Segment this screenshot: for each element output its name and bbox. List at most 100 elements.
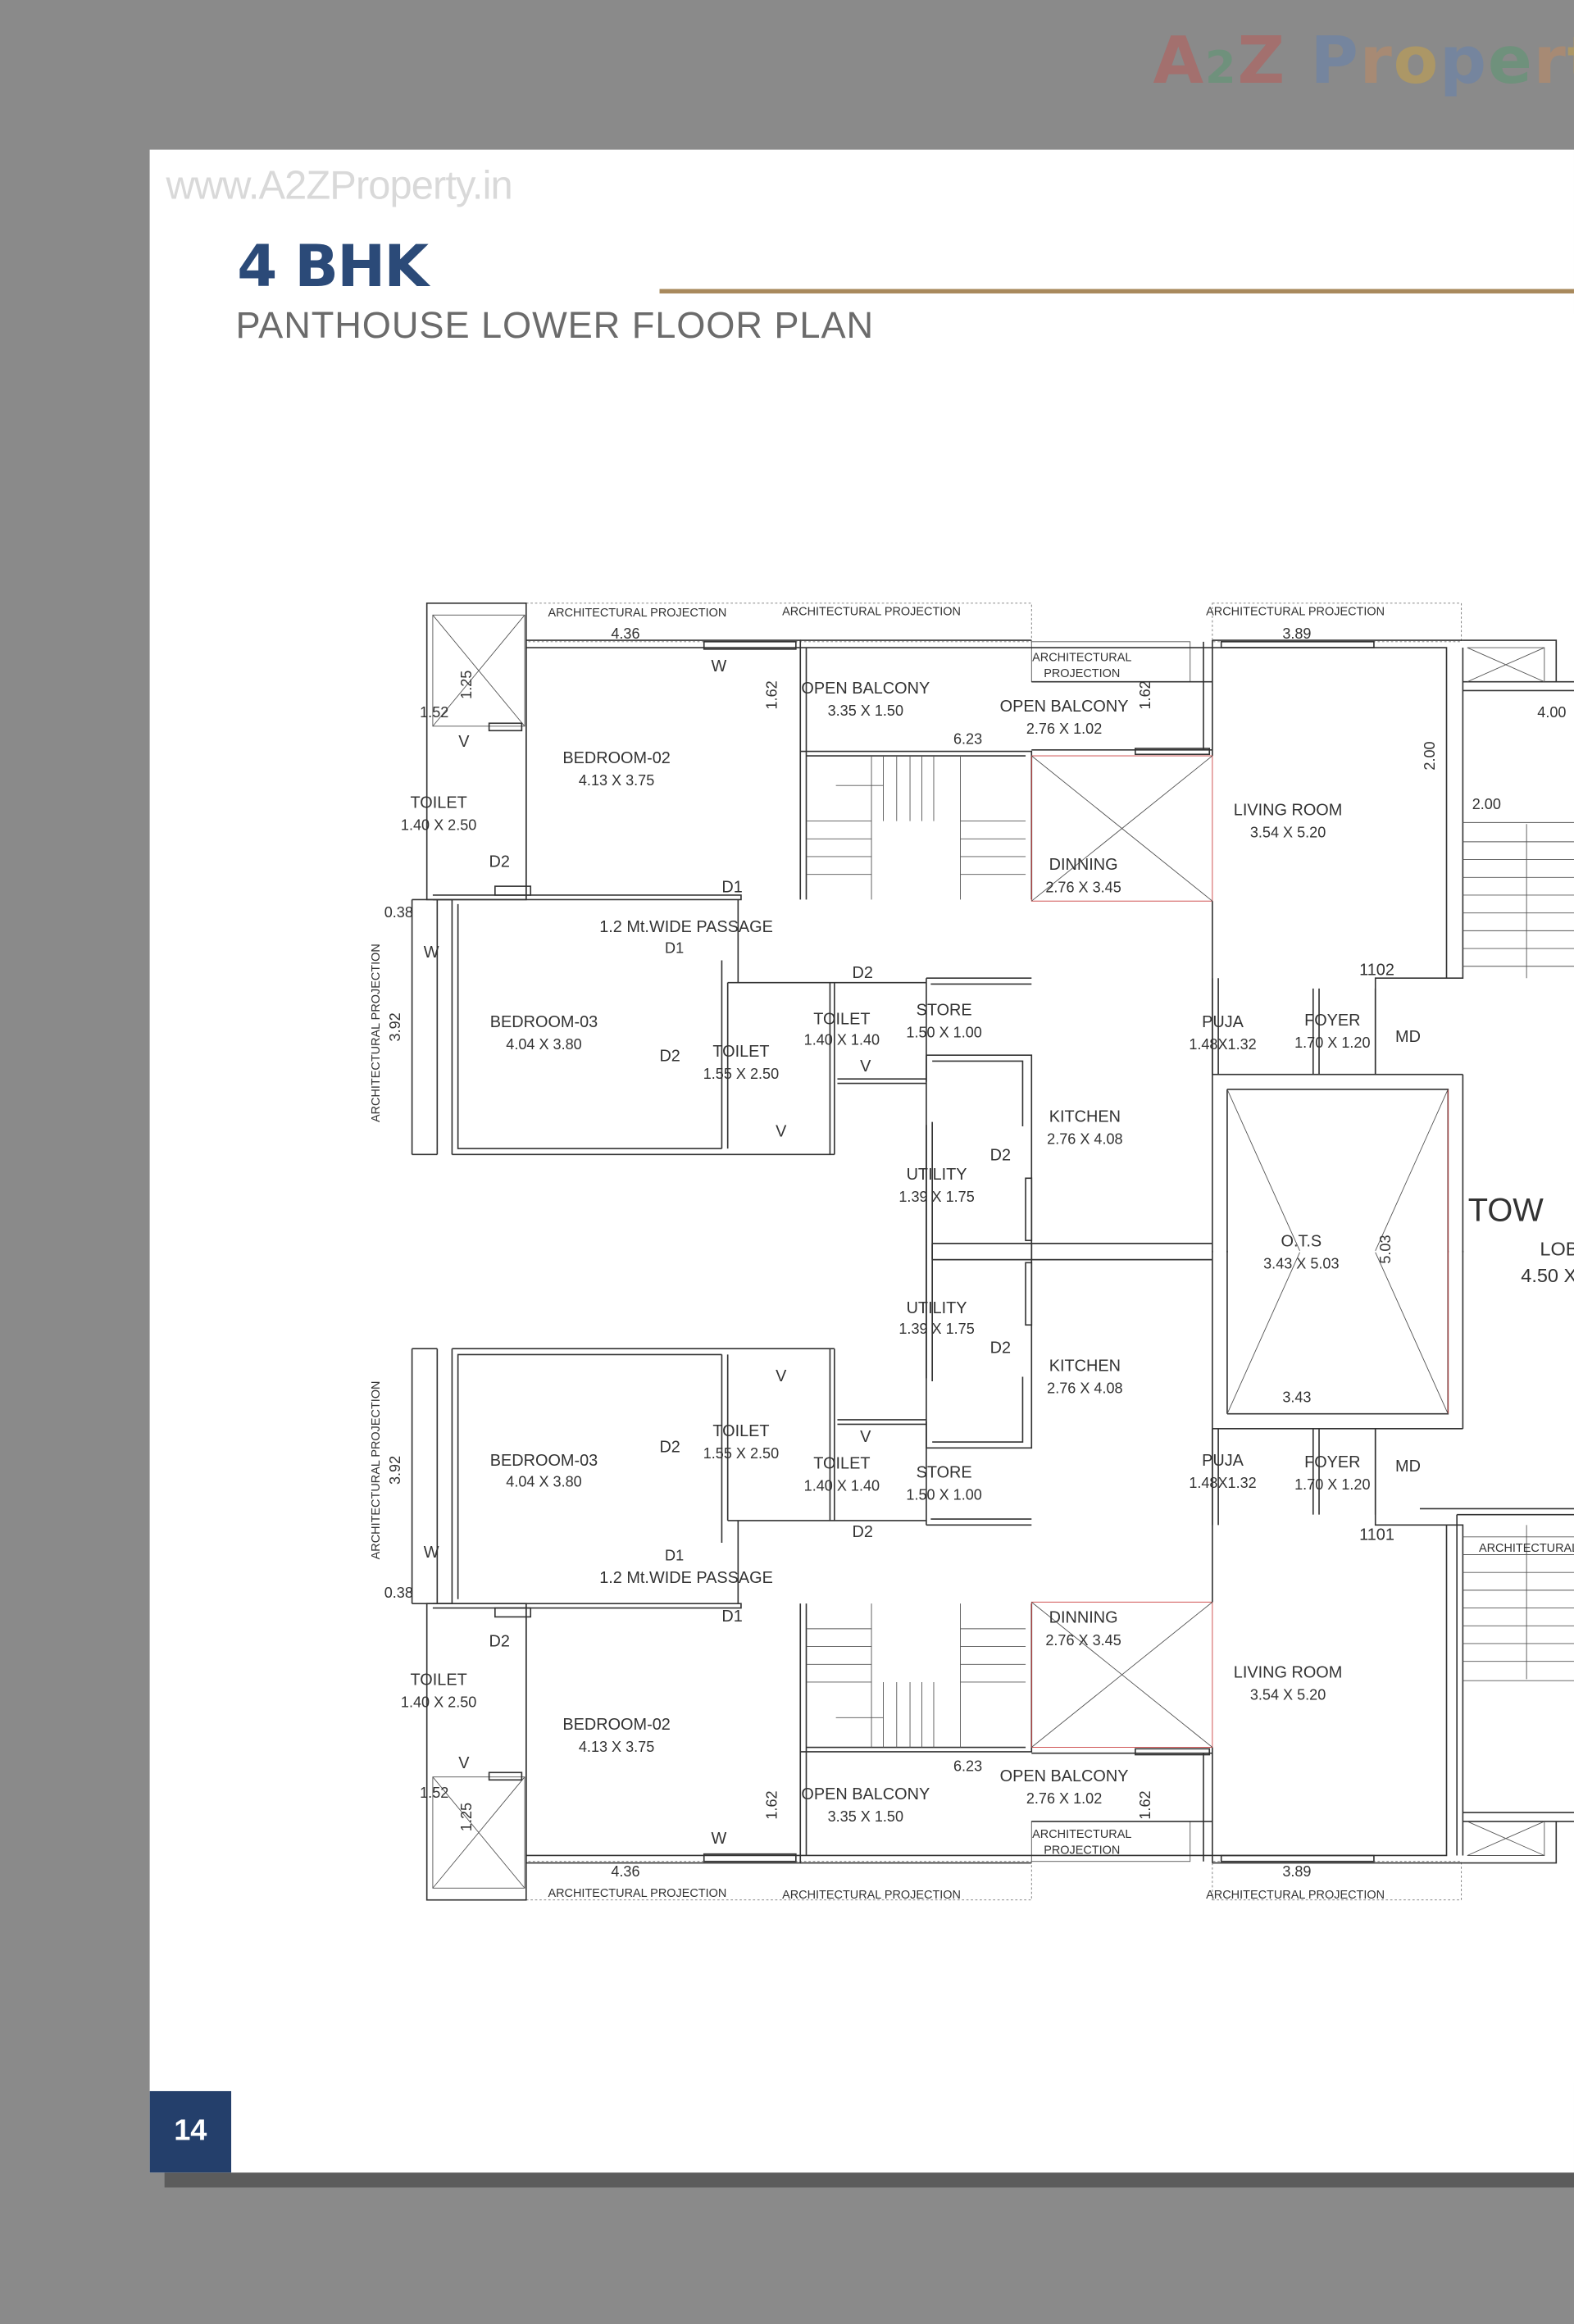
plan-label-foyer-size: 1.70 X 1.20 <box>1294 1476 1370 1493</box>
plan-label-lobby-size: 4.50 X <box>1521 1265 1574 1286</box>
plan-label-arch-projection: ARCHITECTURAL PROJECTION <box>782 605 961 618</box>
plan-label-open-balcony-b-size: 2.76 X 1.02 <box>1026 1790 1102 1807</box>
plan-label-utility-size: 1.39 X 1.75 <box>898 1189 974 1205</box>
plan-label-w: W <box>424 944 439 962</box>
plan-label-arch-line1: ARCHITECTURAL <box>1032 1828 1131 1841</box>
plan-label-living-room: LIVING ROOM <box>1234 801 1343 819</box>
plan-label-kitchen-size: 2.76 X 4.08 <box>1047 1380 1122 1396</box>
plan-label-v: V <box>776 1367 787 1385</box>
plan-label-d162: 1.62 <box>763 1790 780 1819</box>
plan-label-living-room: LIVING ROOM <box>1234 1664 1343 1682</box>
plan-label-d389: 3.89 <box>1282 1863 1311 1880</box>
plan-label-puja: PUJA <box>1202 1452 1244 1470</box>
plan-label-toilet-01-size: 1.40 X 2.50 <box>401 1694 476 1711</box>
plan-label-passage: 1.2 Mt.WIDE PASSAGE <box>599 918 773 936</box>
plan-label-arch-projection: ARCHITECTURAL PROJECTION <box>1206 605 1385 618</box>
page-number: 14 <box>149 2090 232 2173</box>
plan-label-dinning: DINNING <box>1049 856 1118 874</box>
plan-label-toilet-03: TOILET <box>813 1455 870 1473</box>
plan-label-living-room-size: 3.54 X 5.20 <box>1250 824 1326 840</box>
plan-label-store-size: 1.50 X 1.00 <box>906 1487 981 1503</box>
plan-label-bedroom-03-size: 4.04 X 3.80 <box>506 1473 581 1489</box>
plan-label-tower: TOW <box>1468 1193 1544 1229</box>
plan-label-d1: D1 <box>721 1608 742 1626</box>
plan-label-d162: 1.62 <box>1137 1790 1153 1819</box>
plan-label-bedroom-02: BEDROOM-02 <box>562 1716 670 1734</box>
plan-label-foyer: FOYER <box>1304 1453 1360 1471</box>
plan-label-store-size: 1.50 X 1.00 <box>906 1025 981 1041</box>
plan-label-arch-projection: ARCHITECTURAL PROJECTION <box>548 607 726 620</box>
plan-label-bedroom-02-size: 4.13 X 3.75 <box>579 772 654 789</box>
plan-label-toilet-03-size: 1.40 X 1.40 <box>804 1478 880 1494</box>
plan-label-v: V <box>458 1754 470 1772</box>
plan-label-v: V <box>860 1428 871 1446</box>
plan-label-arch-projection: ARCHITECTURAL PROJECTION <box>370 1380 383 1559</box>
unit-1101-walls <box>411 1124 1574 1901</box>
lobby-walls <box>1419 1508 1574 1856</box>
plan-label-d503: 5.03 <box>1377 1235 1394 1263</box>
plan-label-kitchen: KITCHEN <box>1049 1108 1121 1126</box>
plan-label-d2: D2 <box>852 964 872 982</box>
plan-label-bedroom-03: BEDROOM-03 <box>490 1452 598 1470</box>
plan-label-d200: 2.00 <box>1422 741 1438 770</box>
plan-label-bedroom-02-size: 4.13 X 3.75 <box>579 1739 654 1755</box>
plan-label-v: V <box>860 1057 871 1076</box>
plan-label-bedroom-02: BEDROOM-02 <box>562 749 670 767</box>
plan-label-arch-projection: ARCHITECTURAL PROJECTION <box>548 1887 726 1900</box>
plan-label-d2: D2 <box>990 1339 1011 1358</box>
plan-label-w: W <box>424 1544 439 1562</box>
plan-label-w: W <box>711 657 726 675</box>
plan-label-toilet-02: TOILET <box>712 1422 769 1440</box>
plan-label-bedroom-03-size: 4.04 X 3.80 <box>506 1036 581 1053</box>
plan-label-kitchen-size: 2.76 X 4.08 <box>1047 1131 1122 1148</box>
plan-label-d2: D2 <box>990 1147 1011 1165</box>
plan-label-d2: D2 <box>489 1633 510 1651</box>
plan-label-main-door: MD <box>1395 1458 1421 1476</box>
plan-label-open-balcony-a: OPEN BALCONY <box>801 680 930 698</box>
plan-label-arch-line1: ARCHITECTURAL <box>1032 651 1131 664</box>
plan-label-d038: 0.38 <box>384 1585 413 1601</box>
plan-label-ots: O.T.S <box>1281 1232 1322 1250</box>
page-shadow <box>164 2172 1574 2188</box>
plan-label-unit-no: 1101 <box>1359 1526 1394 1544</box>
plan-label-arch-projection-clipped: ARCHITECTURAL P <box>1479 1542 1574 1555</box>
plan-label-unit-no: 1102 <box>1359 962 1394 980</box>
plan-label-puja-size: 1.48X1.32 <box>1189 1475 1256 1491</box>
plan-label-dinning-size: 2.76 X 3.45 <box>1045 879 1121 895</box>
plan-label-toilet-02-size: 1.55 X 2.50 <box>703 1445 779 1462</box>
plan-label-lobby: LOB <box>1540 1238 1574 1259</box>
plan-label-d1: D1 <box>665 939 684 956</box>
plan-label-store: STORE <box>917 1463 972 1481</box>
plan-label-dinning: DINNING <box>1049 1609 1118 1627</box>
plan-label-puja-size: 1.48X1.32 <box>1189 1036 1256 1053</box>
brochure-page: www.A2ZProperty.in 4 BHK PANTHOUSE LOWER… <box>149 149 1574 2173</box>
title-divider <box>659 289 1574 293</box>
plan-label-main-door: MD <box>1395 1028 1421 1046</box>
plan-label-d125: 1.25 <box>458 1803 475 1831</box>
plan-label-open-balcony-b: OPEN BALCONY <box>1000 698 1129 716</box>
a2z-property-logo: A2Z Property <box>1153 23 1574 100</box>
plan-label-utility: UTILITY <box>907 1299 967 1317</box>
plan-label-store: STORE <box>917 1001 972 1019</box>
plan-label-living-room-size: 3.54 X 5.20 <box>1250 1687 1326 1703</box>
plan-label-d623: 6.23 <box>953 1758 982 1774</box>
page-subtitle: PANTHOUSE LOWER FLOOR PLAN <box>235 305 875 348</box>
plan-label-v: V <box>458 733 470 751</box>
plan-label-d1: D1 <box>721 878 742 896</box>
plan-label-d152: 1.52 <box>420 1785 448 1801</box>
plan-label-d343: 3.43 <box>1282 1389 1311 1405</box>
plan-label-d436: 4.36 <box>611 625 639 642</box>
plan-label-open-balcony-a-size: 3.35 X 1.50 <box>828 703 903 719</box>
plan-label-d392: 3.92 <box>387 1012 403 1041</box>
plan-label-d623: 6.23 <box>953 731 982 748</box>
plan-label-foyer: FOYER <box>1304 1012 1360 1030</box>
plan-label-arch-line2: PROJECTION <box>1044 667 1120 680</box>
watermark-url: www.A2ZProperty.in <box>166 162 512 208</box>
plan-label-toilet-02: TOILET <box>712 1043 769 1061</box>
floor-plan-drawing: ARCHITECTURAL PROJECTION ARCHITECTURAL PR… <box>370 603 1574 1902</box>
plan-label-d389: 3.89 <box>1282 625 1311 642</box>
plan-label-open-balcony-a-size: 3.35 X 1.50 <box>828 1808 903 1825</box>
plan-label-arch-projection: ARCHITECTURAL PROJECTION <box>1206 1889 1385 1902</box>
